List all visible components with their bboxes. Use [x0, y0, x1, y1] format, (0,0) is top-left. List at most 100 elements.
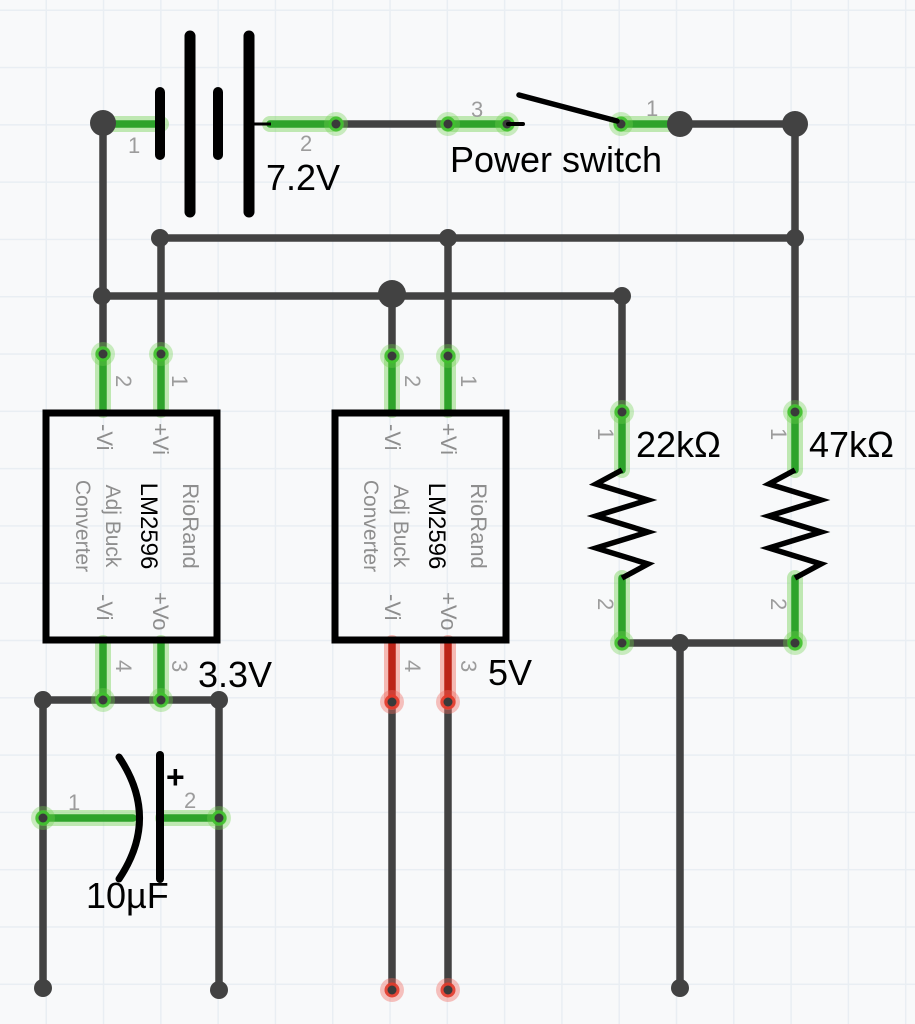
- junction-dot[interactable]: [667, 111, 693, 137]
- green-endpoint[interactable]: [610, 631, 634, 655]
- red-endpoints[interactable]: [380, 690, 460, 1002]
- wire-end-dot[interactable]: [671, 979, 689, 997]
- resistor-pin-number: 2: [766, 598, 791, 610]
- module-pin-label-vin-pos: +Vi: [436, 423, 461, 455]
- module-chip-text: LM2596: [135, 483, 162, 570]
- endpoint-core: [98, 349, 108, 359]
- junction-dot[interactable]: [782, 111, 808, 137]
- endpoint-core: [617, 638, 627, 648]
- endpoint-core: [790, 638, 800, 648]
- battery-value-label: 7.2V: [266, 157, 340, 198]
- green-endpoint[interactable]: [31, 806, 55, 830]
- switch-lever[interactable]: [516, 92, 620, 124]
- module-brand-text: RioRand: [466, 483, 491, 569]
- junction-dot[interactable]: [378, 280, 406, 308]
- capacitor-polarity-mark: +: [166, 759, 185, 795]
- endpoint-core: [617, 407, 627, 417]
- module-desc-text: Adj Buck: [389, 485, 412, 568]
- bend-dot[interactable]: [786, 229, 804, 247]
- endpoint-core: [443, 351, 453, 361]
- bend-dot[interactable]: [439, 229, 457, 247]
- module-pin-label-vout-neg: -Vi: [380, 594, 405, 621]
- switch-pin-in-number: 3: [471, 97, 483, 122]
- module-pin-label-vin-neg: -Vi: [92, 424, 117, 451]
- module-pin-number: 4: [400, 660, 425, 672]
- junction-dot[interactable]: [90, 110, 116, 136]
- green-endpoint[interactable]: [783, 631, 807, 655]
- green-endpoints[interactable]: [31, 112, 807, 830]
- endpoint-core: [443, 697, 453, 707]
- green-endpoint[interactable]: [91, 688, 115, 712]
- resistor-47k[interactable]: 47kΩ 1 2: [759, 424, 894, 610]
- battery-symbol[interactable]: 7.2V 1 2: [128, 30, 340, 218]
- buck-module-2[interactable]: RioRand LM2596 Adj Buck Converter -Vi +V…: [331, 375, 532, 693]
- module-pin-number: 2: [400, 375, 425, 387]
- resistor-value-label: 47kΩ: [809, 424, 894, 465]
- endpoint-core: [38, 813, 48, 823]
- module-pin-label-vout-pos: +Vo: [148, 592, 173, 631]
- module-desc-text: Converter: [359, 480, 382, 572]
- module-pin-label-vin-pos: +Vi: [148, 423, 173, 455]
- bend-dot[interactable]: [93, 287, 111, 305]
- endpoint-core: [790, 407, 800, 417]
- module-output-label: 5V: [488, 652, 532, 693]
- switch-pin-out-number: 1: [646, 96, 658, 121]
- resistor-value-label: 22kΩ: [636, 424, 721, 465]
- endpoint-core: [443, 985, 453, 995]
- module-body[interactable]: [42, 409, 221, 644]
- green-endpoint[interactable]: [324, 112, 348, 136]
- wire-net[interactable]: [39, 119, 799, 994]
- module-pin-label-vout-neg: -Vi: [92, 594, 117, 621]
- resistor-zigzag[interactable]: [759, 467, 831, 581]
- junction-dots[interactable]: [34, 110, 808, 999]
- red-endpoint[interactable]: [380, 978, 404, 1002]
- module-body[interactable]: [331, 409, 510, 644]
- endpoint-core: [387, 351, 397, 361]
- green-endpoint[interactable]: [149, 342, 173, 366]
- power-switch-label: Power switch: [450, 139, 662, 180]
- green-endpoint[interactable]: [436, 344, 460, 368]
- bend-dot[interactable]: [151, 229, 169, 247]
- green-endpoint[interactable]: [380, 344, 404, 368]
- endpoint-core: [156, 349, 166, 359]
- module-chip-text: LM2596: [423, 483, 450, 570]
- green-endpoint[interactable]: [91, 342, 115, 366]
- red-endpoint[interactable]: [436, 690, 460, 714]
- power-switch-symbol[interactable]: Power switch 3 1: [450, 92, 662, 180]
- bend-dot[interactable]: [34, 691, 52, 709]
- endpoint-core: [214, 813, 224, 823]
- green-endpoint[interactable]: [609, 112, 633, 136]
- wire-end-dot[interactable]: [34, 979, 52, 997]
- module-output-label: 3.3V: [198, 654, 272, 695]
- bend-dot[interactable]: [613, 287, 631, 305]
- green-endpoint[interactable]: [610, 400, 634, 424]
- green-endpoint[interactable]: [783, 400, 807, 424]
- battery-pin2-number: 2: [300, 131, 312, 156]
- bend-dot[interactable]: [671, 634, 689, 652]
- module-brand-text: RioRand: [178, 483, 203, 569]
- red-endpoint[interactable]: [380, 690, 404, 714]
- highlighted-wires-red[interactable]: [384, 635, 456, 710]
- module-pin-label-vout-pos: +Vo: [436, 592, 461, 631]
- green-endpoint[interactable]: [149, 688, 173, 712]
- wire-end-dot[interactable]: [210, 981, 228, 999]
- red-endpoint[interactable]: [436, 978, 460, 1002]
- resistor-zigzag[interactable]: [586, 467, 658, 581]
- resistor-pin-number: 1: [593, 428, 618, 440]
- module-pin-label-vin-neg: -Vi: [380, 424, 405, 451]
- endpoint-core: [98, 695, 108, 705]
- green-endpoint[interactable]: [207, 806, 231, 830]
- capacitor-value-label: 10µF: [86, 875, 169, 916]
- green-endpoint[interactable]: [436, 112, 460, 136]
- highlighted-wires-green[interactable]: [35, 116, 803, 826]
- module-pin-number: 3: [167, 660, 192, 672]
- module-pin-number: 1: [456, 375, 481, 387]
- resistor-pin-number: 2: [593, 598, 618, 610]
- buck-module-1[interactable]: RioRand LM2596 Adj Buck Converter -Vi +V…: [42, 375, 272, 695]
- resistor-22k[interactable]: 22kΩ 1 2: [586, 424, 721, 610]
- resistor-pin-number: 1: [766, 428, 791, 440]
- endpoint-core: [387, 985, 397, 995]
- bend-dot[interactable]: [210, 691, 228, 709]
- capacitor-symbol[interactable]: + 1 2 10µF: [68, 751, 196, 916]
